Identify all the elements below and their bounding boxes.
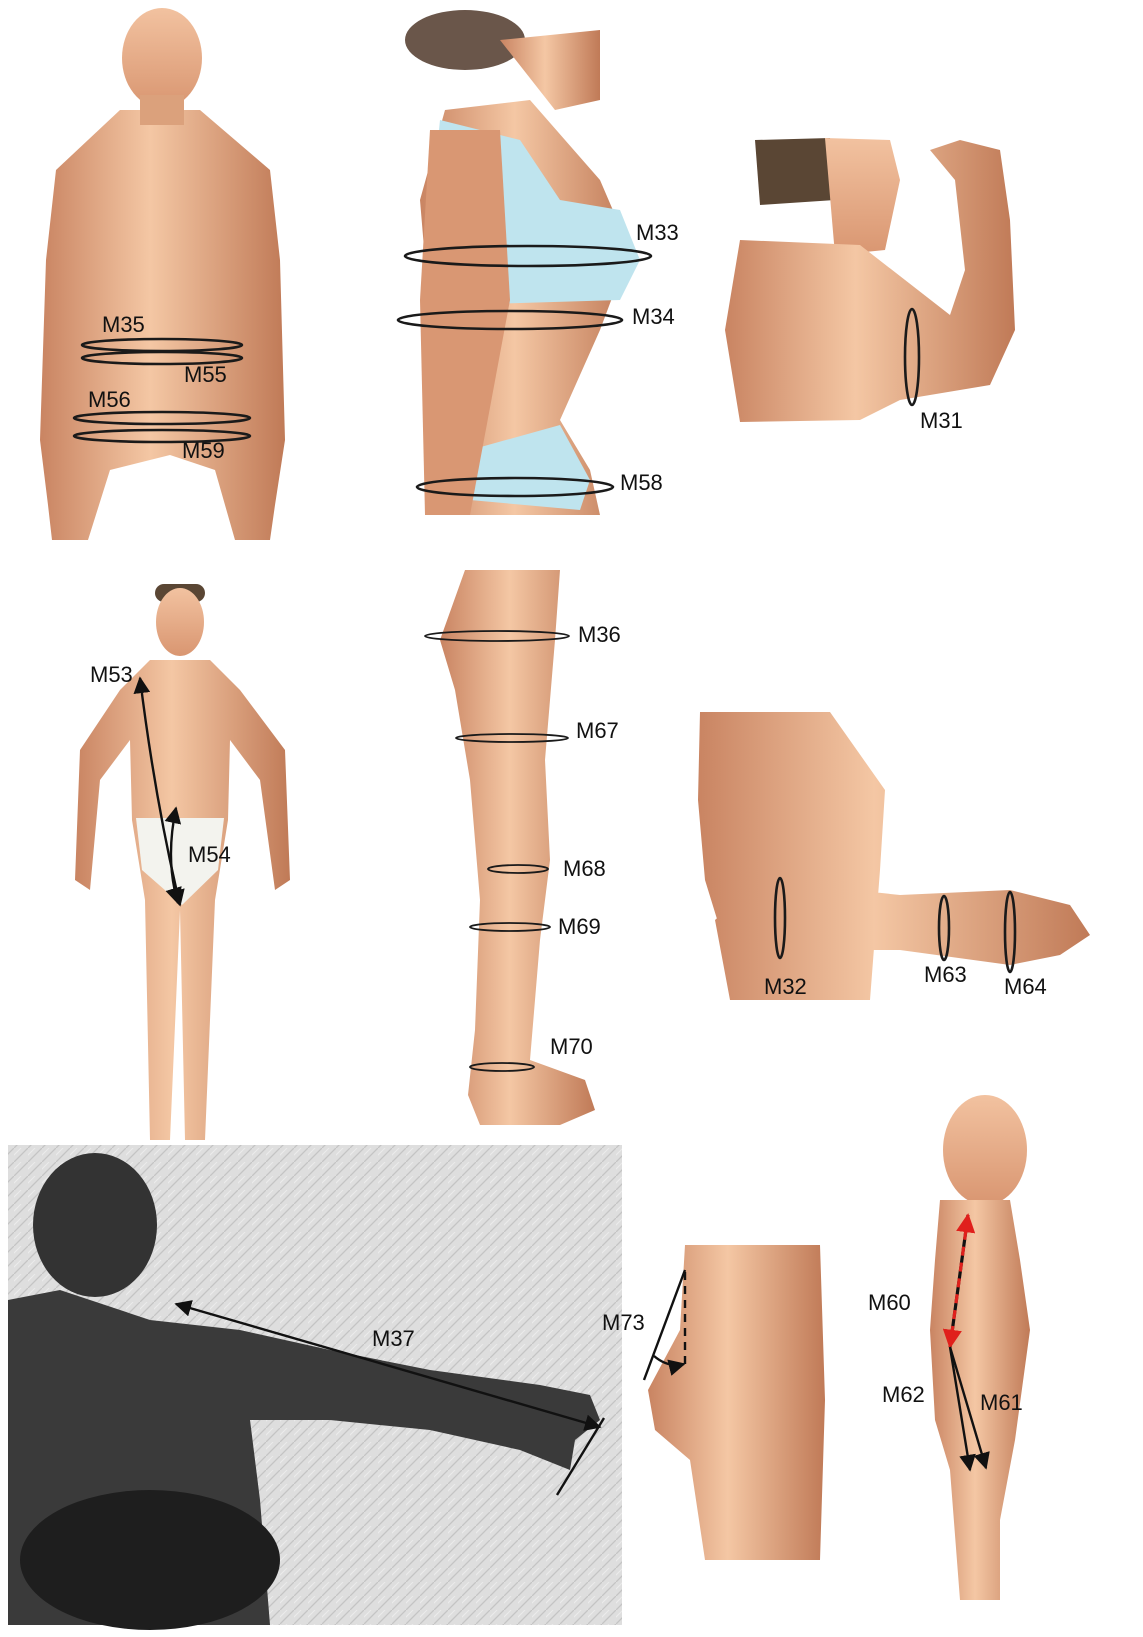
label-M64: M64 — [1004, 974, 1047, 999]
label-M33: M33 — [636, 220, 679, 245]
label-M67: M67 — [576, 718, 619, 743]
torso-arm — [698, 712, 1090, 1000]
neck — [500, 30, 600, 110]
shadow — [20, 1490, 280, 1630]
label-M54: M54 — [188, 842, 231, 867]
head-side — [825, 138, 900, 255]
panel-buttock: M73 — [602, 1245, 825, 1560]
hip — [648, 1245, 825, 1560]
label-M32: M32 — [764, 974, 807, 999]
label-M68: M68 — [563, 856, 606, 881]
label-M36: M36 — [578, 622, 621, 647]
head — [122, 8, 202, 108]
label-M62: M62 — [882, 1382, 925, 1407]
label-M34: M34 — [632, 304, 675, 329]
label-M61: M61 — [980, 1390, 1023, 1415]
panel-arm-span-photo: M37 — [8, 1145, 622, 1630]
panel-front-torso: M35 M55 M56 M59 — [40, 8, 285, 540]
label-M58: M58 — [620, 470, 663, 495]
label-M59: M59 — [182, 438, 225, 463]
label-M37: M37 — [372, 1326, 415, 1351]
head — [33, 1153, 157, 1297]
torso-body — [40, 110, 285, 540]
panel-leg: M36 M67 M68 M69 M70 — [425, 570, 621, 1125]
panel-flexed-arm: M31 — [725, 138, 1015, 433]
label-M70: M70 — [550, 1034, 593, 1059]
label-M69: M69 — [558, 914, 601, 939]
panel-standing-man: M53 M54 — [75, 584, 290, 1140]
neck — [140, 95, 184, 125]
label-M73: M73 — [602, 1310, 645, 1335]
label-M60: M60 — [868, 1290, 911, 1315]
label-M55: M55 — [184, 362, 227, 387]
hair — [755, 138, 835, 205]
label-M63: M63 — [924, 962, 967, 987]
panel-forearm: M32 M63 M64 — [698, 712, 1090, 1000]
label-M31: M31 — [920, 408, 963, 433]
label-M35: M35 — [102, 312, 145, 337]
label-M56: M56 — [88, 387, 131, 412]
panel-side-torso: M33 M34 M58 — [398, 10, 679, 515]
label-M53: M53 — [90, 662, 133, 687]
panel-arm-length: M60 M62 M61 — [868, 1095, 1030, 1600]
head — [156, 588, 204, 656]
head — [943, 1095, 1027, 1205]
